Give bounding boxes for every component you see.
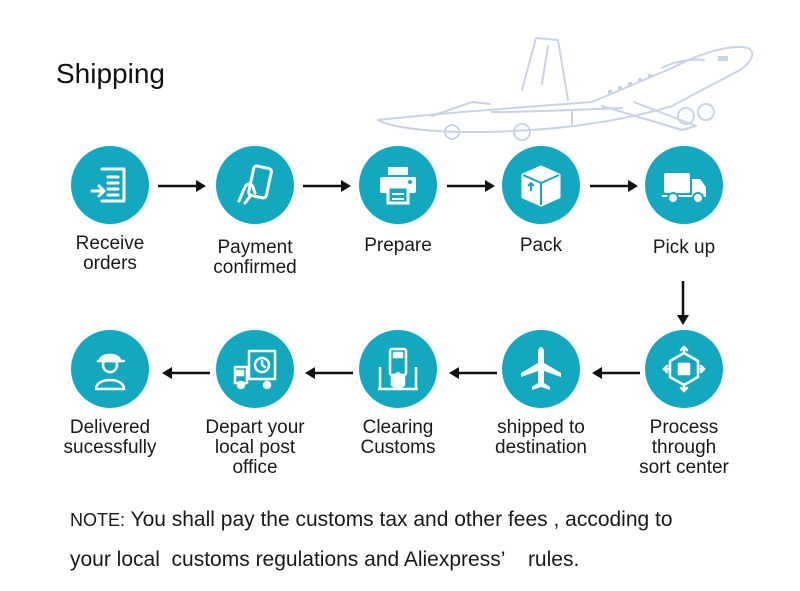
arrow-left-icon xyxy=(449,367,497,379)
step-label: Prepare xyxy=(364,235,432,256)
sorting-center-icon xyxy=(645,330,723,408)
note-text-2: your local customs regulations and Aliex… xyxy=(70,548,580,571)
post-office-truck-icon xyxy=(216,330,294,408)
note-text-1: You shall pay the customs tax and other … xyxy=(130,508,673,531)
step-label: Pack xyxy=(519,235,563,256)
payment-hand-phone-icon xyxy=(216,146,294,224)
courier-person-icon xyxy=(71,330,149,408)
step-pack: Pack xyxy=(466,146,616,256)
airplane-icon xyxy=(502,330,580,408)
note-line-1: NOTE: You shall pay the customs tax and … xyxy=(70,508,673,532)
receive-orders-icon xyxy=(71,146,149,224)
package-box-icon xyxy=(502,146,580,224)
printer-icon xyxy=(359,146,437,224)
arrow-left-icon xyxy=(305,367,353,379)
customs-scanner-icon xyxy=(359,330,437,408)
note-prefix: NOTE: xyxy=(70,510,126,530)
step-label: Pick up xyxy=(652,237,716,258)
arrow-left-icon xyxy=(592,367,640,379)
step-prepare: Prepare xyxy=(323,146,473,256)
arrow-left-icon xyxy=(162,367,210,379)
arrow-right-icon xyxy=(158,180,206,192)
note-line-2: your local customs regulations and Aliex… xyxy=(70,548,579,572)
arrow-right-icon xyxy=(590,180,638,192)
step-pick-up: Pick up xyxy=(609,146,759,258)
arrow-right-icon xyxy=(303,180,351,192)
delivery-truck-icon xyxy=(645,146,723,224)
airplane-illustration xyxy=(377,37,754,141)
page-title: Shipping xyxy=(56,58,165,89)
arrow-down-icon xyxy=(677,281,689,325)
arrow-right-icon xyxy=(447,180,495,192)
